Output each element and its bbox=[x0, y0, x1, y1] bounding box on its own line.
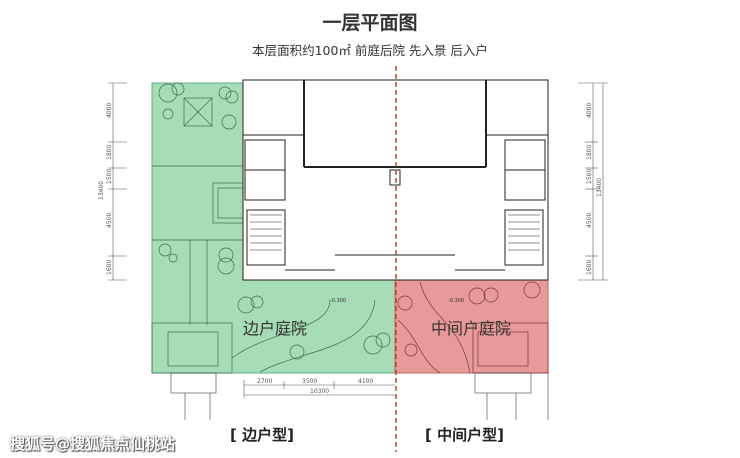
end-yard-landscape bbox=[151, 82, 391, 374]
dim-total-label: 10300 bbox=[310, 388, 329, 395]
entry-gates bbox=[170, 372, 549, 420]
dim-label: 2700 bbox=[257, 378, 272, 385]
end-unit-type-label: [ 边户型] bbox=[230, 426, 294, 444]
plan-title: 一层平面图 bbox=[322, 12, 418, 34]
vertical-dimension-left bbox=[108, 82, 127, 281]
middle-unit-level: -0.300 bbox=[448, 298, 464, 304]
middle-unit-type-label: [ 中间户型] bbox=[425, 426, 504, 444]
middle-unit-yard-label: 中间户庭院 bbox=[431, 319, 511, 338]
dim-label: 1500 bbox=[106, 169, 113, 184]
end-unit-yard-label: 边户庭院 bbox=[243, 319, 307, 338]
middle-unit-yard bbox=[394, 279, 549, 374]
dim-label: 3500 bbox=[302, 378, 317, 385]
dim-label: 4500 bbox=[106, 213, 113, 228]
horizontal-dimension bbox=[243, 380, 395, 398]
dim-label: 1600 bbox=[106, 260, 113, 275]
dim-total-label: 13400 bbox=[98, 181, 105, 200]
vertical-dimension-right bbox=[578, 82, 608, 281]
dim-label: 4100 bbox=[358, 378, 373, 385]
dim-label: 1600 bbox=[586, 260, 593, 275]
watermark: 搜狐号@搜狐焦点仙桃站 bbox=[10, 435, 176, 453]
middle-yard-landscape bbox=[397, 281, 549, 374]
dim-label: 1800 bbox=[106, 145, 113, 160]
dim-label: 4500 bbox=[586, 213, 593, 228]
end-unit-level: -0.300 bbox=[330, 298, 346, 304]
plan-subtitle: 本层面积约100㎡ 前庭后院 先入景 后入户 bbox=[252, 43, 488, 58]
dim-label: 4000 bbox=[106, 103, 113, 118]
dim-total-label: 13400 bbox=[596, 178, 603, 197]
vertical-dimension-labels-right: 4000 1800 1500 4500 1600 13400 bbox=[586, 103, 603, 275]
dim-label: 1500 bbox=[586, 169, 593, 184]
dim-label: 1800 bbox=[586, 145, 593, 160]
vertical-dimension-labels-left: 4000 1800 1500 4500 1600 13400 bbox=[98, 103, 113, 275]
dim-label: 4000 bbox=[586, 103, 593, 118]
